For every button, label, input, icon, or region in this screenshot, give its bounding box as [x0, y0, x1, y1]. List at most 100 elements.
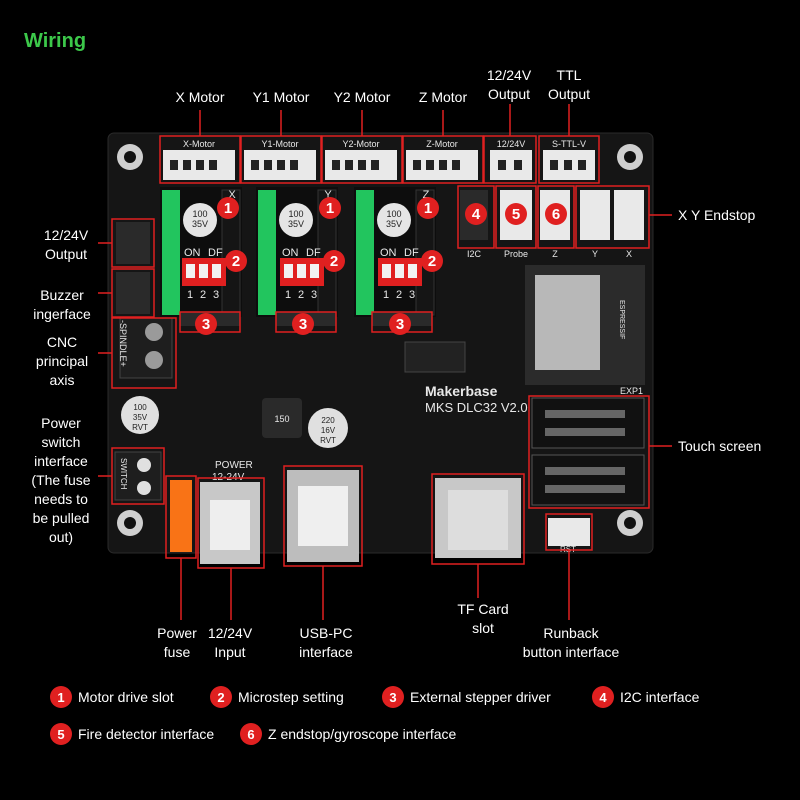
badge-3-y: 3 [299, 316, 307, 333]
label-ttl: TTL Output [534, 66, 604, 104]
badge-3-x: 3 [202, 316, 210, 333]
exp2-header [531, 454, 645, 506]
label-power-switch-line3: interface [34, 453, 88, 469]
label-power-switch: Power switch interface (The fuse needs t… [16, 414, 106, 547]
out24-connector [490, 150, 532, 180]
label-touch-screen: Touch screen [678, 438, 762, 454]
label-tf-card-line2: slot [472, 620, 494, 636]
dip-y-num1: 1 [285, 289, 291, 301]
legend-item-1: 1 Motor drive slot [50, 686, 174, 708]
badge-2-x: 2 [232, 253, 240, 270]
dip-z-num2: 2 [396, 289, 402, 301]
x-silk: X [626, 249, 632, 259]
capacitor-left [121, 396, 159, 434]
label-y1-motor: Y1 Motor [252, 89, 310, 105]
label-power-switch-line7: out) [48, 529, 74, 545]
dip-x-df: DF [208, 247, 223, 259]
label-power-switch-line2: switch [41, 434, 81, 450]
badge-1-z: 1 [424, 200, 432, 217]
legend-text-3: External stepper driver [410, 689, 551, 705]
badge-3-z: 3 [396, 316, 404, 333]
dip-y-df: DF [306, 247, 321, 259]
badge-2-z: 2 [428, 253, 436, 270]
label-cnc-line3: axis [49, 372, 75, 388]
label-tf-card: TF Card slot [443, 600, 523, 638]
legend-badge-1: 1 [50, 686, 72, 708]
label-ttl-line2: Output [547, 86, 591, 102]
cap-x-text: 100 [192, 209, 207, 219]
badge-1-x: 1 [224, 200, 232, 217]
z-silk: Z [552, 249, 558, 259]
cap2-rvt: RVT [320, 436, 336, 445]
cap-left-rvt: RVT [132, 423, 148, 432]
label-x-motor: X Motor [175, 89, 225, 105]
label-power-switch-line6: be pulled [32, 510, 90, 526]
exp1-header [531, 397, 645, 449]
label-cnc-line2: principal [35, 353, 89, 369]
legend-text-5: Fire detector interface [78, 726, 215, 742]
z-motor-silk: Z-Motor [426, 139, 458, 149]
legend-badge-2: 2 [210, 686, 232, 708]
dip-z-num3: 3 [409, 289, 415, 301]
dip-z-num1: 1 [383, 289, 389, 301]
dip-x-on: ON [184, 247, 201, 259]
y1-motor-silk: Y1-Motor [261, 139, 298, 149]
main-chip [404, 341, 466, 373]
label-input-line1: 12/24V [207, 625, 253, 641]
cap-x-volt: 35V [192, 219, 208, 229]
label-buzzer-line2: ingerface [33, 306, 91, 322]
driver-z-label: Z [423, 189, 430, 201]
out24-silk: 12/24V [497, 139, 526, 149]
label-power-fuse-line2: fuse [163, 644, 191, 660]
runback-connector [548, 518, 590, 546]
label-usb: USB-PC interface [283, 624, 369, 662]
label-buzzer-line1: Buzzer [40, 287, 84, 303]
esp32-shield [535, 275, 600, 370]
driver-x-label: X [228, 189, 236, 201]
dip-x-num1: 1 [187, 289, 193, 301]
brand-silk: Makerbase [425, 383, 498, 399]
legend-badge-6: 6 [240, 723, 262, 745]
legend-badge-4: 4 [592, 686, 614, 708]
label-left-output-line2: Output [44, 246, 88, 262]
legend-text-1: Motor drive slot [78, 689, 174, 705]
y-silk: Y [592, 249, 598, 259]
model-silk: MKS DLC32 V2.0 [425, 400, 528, 415]
mounting-holes [117, 144, 643, 536]
label-out24: 12/24V Output [474, 66, 544, 104]
y2-motor-silk: Y2-Motor [342, 139, 379, 149]
dip-y-num3: 3 [311, 289, 317, 301]
badge-1-y: 1 [326, 200, 334, 217]
x-endstop-connector [614, 190, 644, 240]
y-endstop-connector [580, 190, 610, 240]
dip-y-num2: 2 [298, 289, 304, 301]
label-runback-line1: Runback [543, 625, 599, 641]
label-runback: Runback button interface [506, 624, 636, 662]
label-tf-card-line1: TF Card [457, 601, 509, 617]
inductor-text: 150 [274, 414, 289, 424]
badge-6: 6 [552, 206, 560, 223]
cap-left-text: 100 [133, 403, 147, 412]
label-power-switch-line1: Power [41, 415, 81, 431]
legend-item-3: 3 External stepper driver [382, 686, 551, 708]
exp1-silk: EXP1 [620, 386, 643, 396]
fuse [170, 480, 192, 552]
label-out24-line2: Output [487, 86, 531, 102]
x-motor-silk: X-Motor [183, 139, 215, 149]
cap2-volt: 16V [321, 426, 336, 435]
label-out24-line1: 12/24V [486, 67, 532, 83]
label-buzzer: Buzzer ingerface [20, 286, 104, 324]
label-y2-motor: Y2 Motor [333, 89, 391, 105]
legend-text-6: Z endstop/gyroscope interface [268, 726, 457, 742]
left-buzzer-connector [116, 272, 150, 314]
label-input: 12/24V Input [198, 624, 262, 662]
diagram-title: Wiring [24, 30, 87, 52]
capacitor-middle [308, 408, 348, 448]
badge-4: 4 [472, 206, 481, 223]
legend-badge-3: 3 [382, 686, 404, 708]
leader-lines [98, 104, 672, 620]
power-silk: POWER [215, 460, 253, 471]
driver-slot-y [256, 187, 338, 317]
label-usb-line2: interface [299, 644, 353, 660]
ttl-silk: S-TTL-V [552, 139, 586, 149]
